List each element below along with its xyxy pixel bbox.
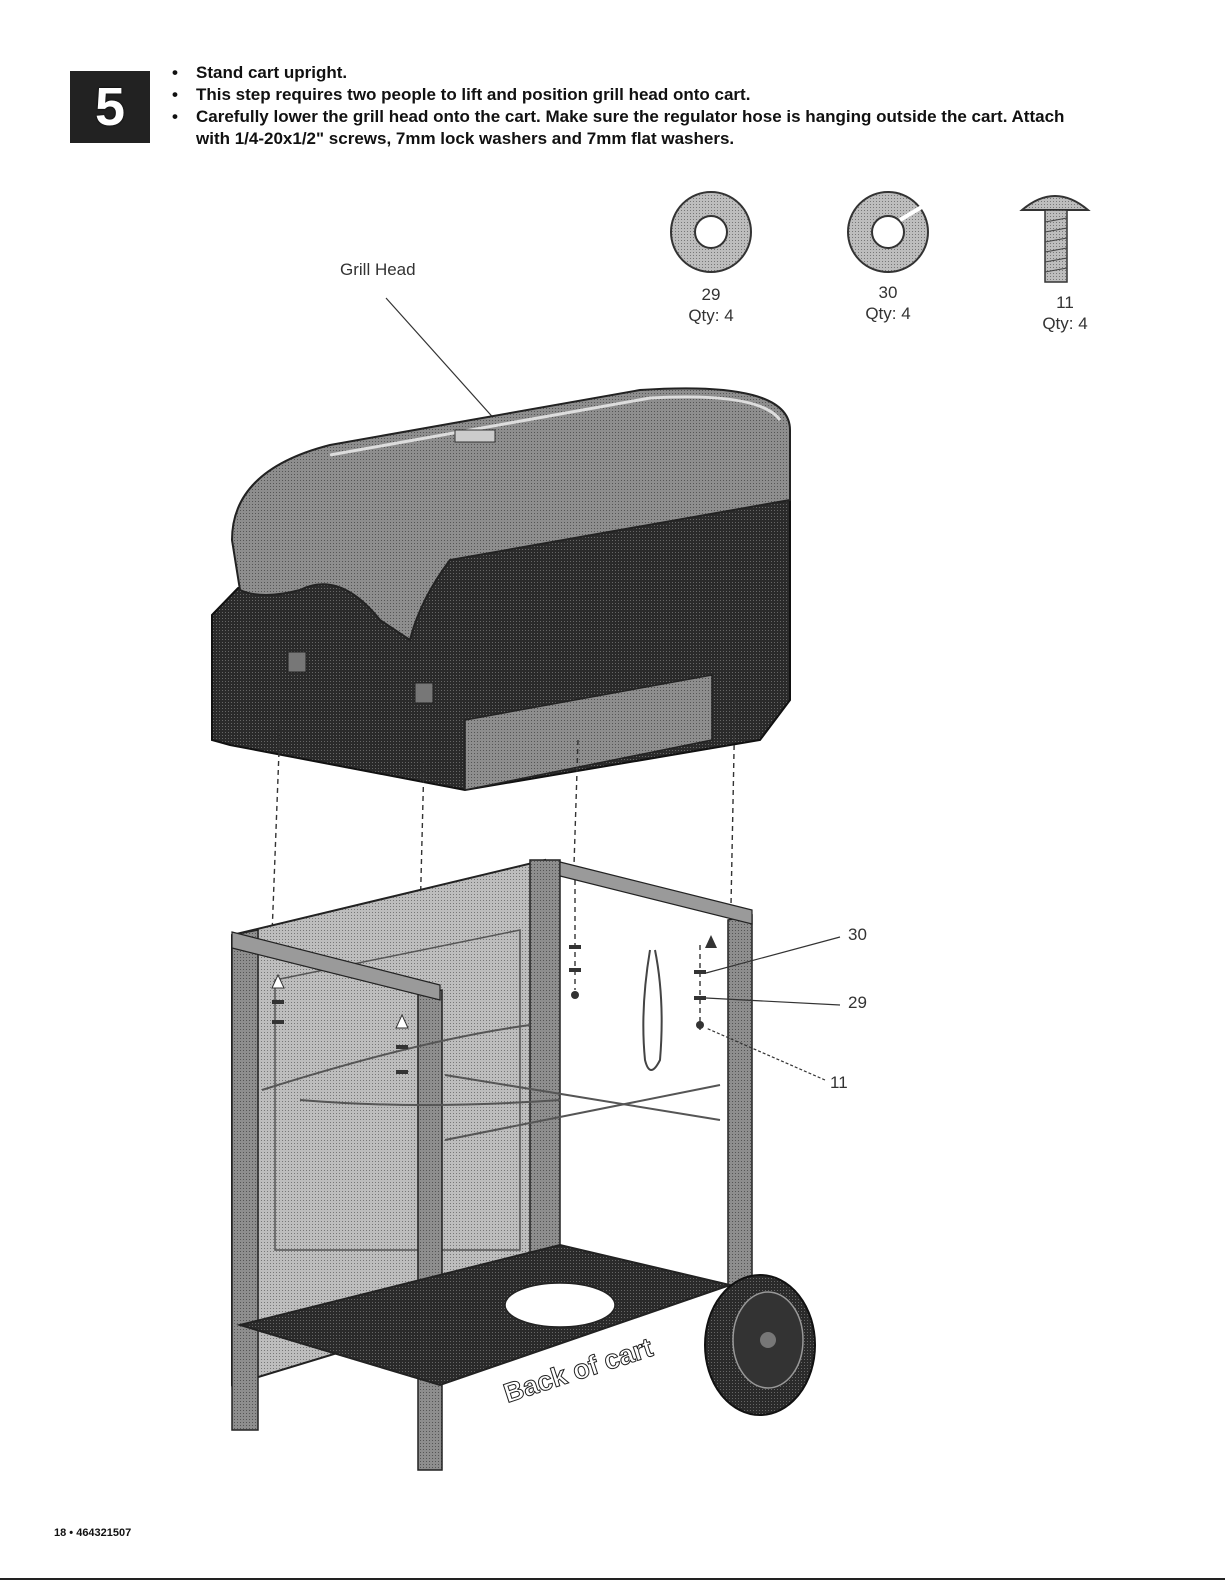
grill-head [211, 387, 791, 792]
step-number-badge: 5 [70, 71, 150, 143]
grill-head-label: Grill Head [340, 260, 416, 279]
callout-screw: 11 [830, 1073, 848, 1092]
instruction-item: Stand cart upright. [172, 62, 1072, 84]
part-qty: Qty: 4 [865, 304, 911, 323]
part-label-lock-washer: 30 Qty: 4 [843, 282, 933, 324]
part-number: 29 [701, 285, 721, 304]
flat-washer-icon [670, 191, 752, 273]
callout-lock-washer: 30 [848, 925, 867, 944]
instruction-list: Stand cart upright. This step requires t… [172, 62, 1072, 150]
part-number: 30 [878, 283, 898, 302]
page-footer: 18 • 464321507 [54, 1527, 132, 1539]
cart [231, 858, 816, 1471]
grill-head-leader-line [385, 297, 507, 433]
part-qty: Qty: 4 [688, 306, 734, 325]
instruction-item: Carefully lower the grill head onto the … [172, 106, 1072, 150]
instruction-item: This step requires two people to lift an… [172, 84, 1072, 106]
part-label-screw: 11 Qty: 4 [1020, 292, 1110, 334]
part-qty: Qty: 4 [1042, 314, 1088, 333]
part-label-flat-washer: 29 Qty: 4 [666, 284, 756, 326]
step-number: 5 [94, 77, 126, 137]
callout-leaders [705, 936, 841, 1081]
screw-icon [1019, 195, 1091, 283]
callout-flat-washer: 29 [848, 993, 867, 1012]
hardware-markers [271, 935, 717, 1074]
lock-washer-icon [847, 191, 929, 273]
part-number: 11 [1056, 293, 1074, 312]
bottom-rule [0, 1578, 1225, 1580]
